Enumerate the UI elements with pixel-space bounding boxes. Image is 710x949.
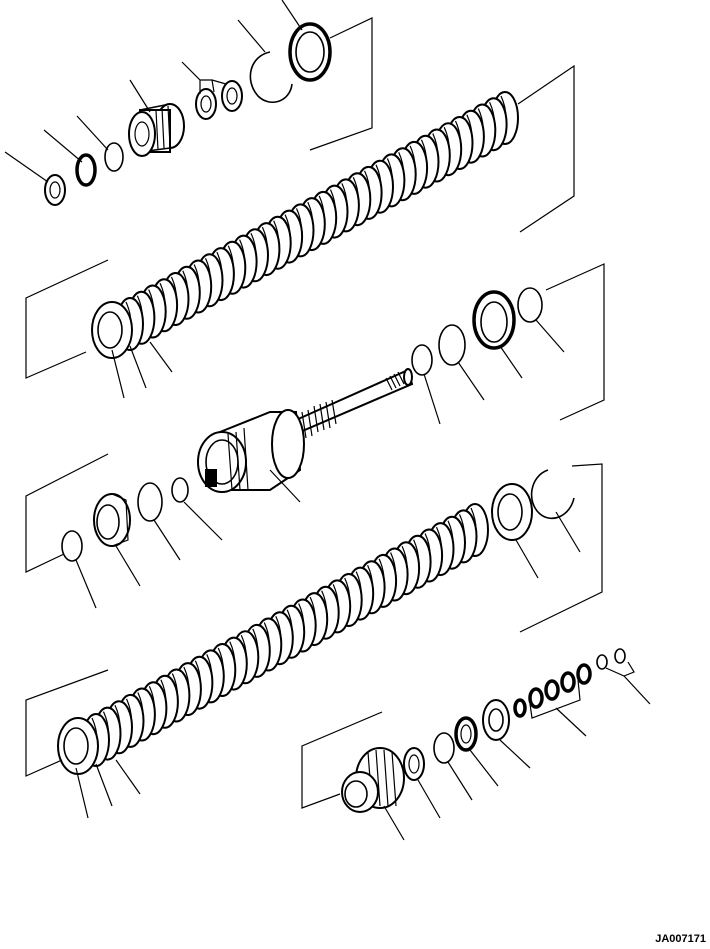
leader-lines-lower-pack [25,463,603,819]
drawing-code: JA007171 [655,933,706,945]
clutch-discs-upper [116,91,519,351]
bottom-parts-group [301,648,651,841]
snap-ring-small-top [104,142,124,172]
leader-line-drum [269,469,301,503]
seal-bottom [454,716,478,752]
clutch-drum [197,409,305,493]
snap-ring-lower [530,469,575,520]
snap-ring-mid [438,324,466,366]
gear-top [128,103,185,157]
top-parts-group [4,0,373,206]
clutch-pack-upper [25,64,575,399]
snap-ring-bottom [433,732,455,764]
clutch-pack-lower [25,463,603,819]
left-middle-parts [25,453,223,609]
right-middle-parts [411,263,605,425]
shims-bottom [513,648,626,718]
nut-bottom [482,699,510,741]
piston-left [93,493,131,547]
nut-top [44,174,66,206]
bearing-bottom [403,747,425,781]
o-ring-mid-1 [411,344,433,376]
seal-top [288,22,332,82]
leader-lines-left-middle [25,453,223,609]
snap-ring-large-top [249,51,293,104]
clutch-discs-lower [82,503,489,767]
gear-bottom [341,747,405,813]
pressure-plate-upper-bore [97,311,123,349]
leader-lines-right-middle [423,263,605,425]
shaft-drum-assembly [197,368,414,503]
leader-lines-upper-pack [111,341,173,399]
shaft-threads [301,399,337,439]
piston-right-lower [491,483,533,541]
leader-lines-bottom [301,661,651,841]
o-ring-left-3 [171,477,189,503]
washer-top [75,153,97,187]
bracket-upper-pack [25,64,575,379]
leader-lines-top [4,0,373,183]
pressure-plate-lower-bore [63,727,89,765]
shaft [294,368,414,434]
o-ring-left-1 [61,530,83,562]
o-ring-mid-2 [517,287,543,323]
o-ring-left-2 [137,482,163,522]
bearing-pair-top [195,80,243,120]
seal-mid [472,290,516,350]
